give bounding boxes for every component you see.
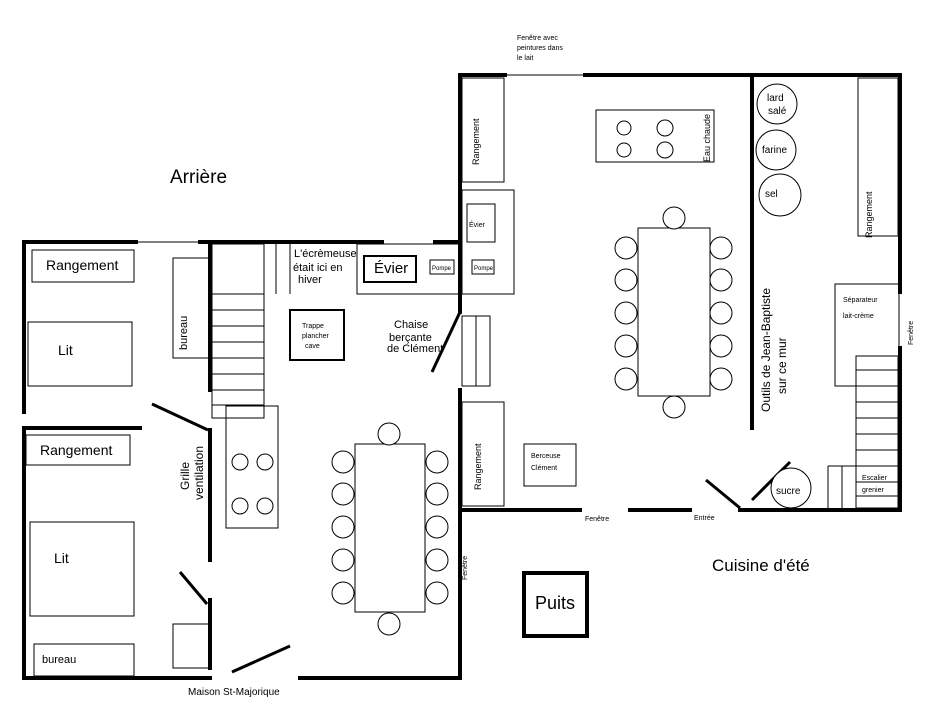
label-fenetre-right: Fenêtre — [908, 321, 915, 345]
label-sel: sel — [765, 189, 778, 200]
label-fenetre-top-3: le lait — [517, 55, 533, 62]
label-pompe-2: Pompe — [474, 266, 494, 272]
label-entree: Entrée — [694, 515, 715, 522]
label-ecremeuse-2: était ici en — [293, 262, 343, 274]
label-pompe-1: Pompe — [432, 266, 452, 272]
label-maison: Maison St-Majorique — [188, 687, 280, 698]
label-trappe-3: cave — [305, 343, 320, 350]
label-rangement-mid-left: Rangement — [40, 442, 112, 458]
label-grille-1: Grille — [178, 462, 192, 490]
label-fenetre-mid: Fenêtre — [585, 516, 609, 523]
label-berceuse-1: Berceuse — [531, 453, 561, 460]
label-lard-2: salé — [768, 106, 787, 117]
label-evier-small: Évier — [469, 220, 486, 229]
fixtures — [25, 74, 900, 677]
label-rangement-r1: Rangement — [471, 118, 481, 165]
label-bureau-vertical: bureau — [178, 316, 190, 350]
label-trappe-2: plancher — [302, 333, 330, 340]
label-rangement-top-left: Rangement — [46, 257, 118, 273]
puits-box — [522, 571, 589, 638]
label-grille-2: ventilation — [192, 446, 206, 500]
label-fenetre-top-1: Fenêtre avec — [517, 35, 558, 42]
label-farine: farine — [762, 145, 787, 156]
label-lard-1: lard — [767, 93, 784, 104]
label-fenetre-top-2: peintures dans — [517, 45, 563, 52]
label-bureau-bottom: bureau — [42, 654, 76, 666]
label-rangement-r2: Rangement — [473, 443, 483, 490]
label-fenetre-bottom: Fenêtre — [462, 556, 469, 580]
label-chaise-1: Chaise — [394, 319, 428, 331]
label-berceuse-2: Clément — [531, 465, 557, 472]
label-lit-top: Lit — [58, 342, 73, 358]
walls — [22, 73, 902, 680]
label-escalier-1: Escalier — [862, 475, 888, 482]
label-rangement-r3: Rangement — [864, 191, 874, 238]
label-outils-2: sur ce mur — [775, 337, 789, 394]
label-sucre: sucre — [776, 486, 801, 497]
door-swings — [151, 311, 792, 674]
label-separateur-1: Séparateur — [843, 297, 878, 304]
label-arriere: Arrière — [170, 167, 227, 188]
label-separateur-2: lait-crème — [843, 313, 874, 320]
label-ecremeuse-1: L'écrèmeuse — [294, 248, 357, 260]
label-eau-chaude: Eau chaude — [702, 114, 712, 162]
circles — [231, 83, 812, 636]
label-outils-1: Outils de Jean-Baptiste — [759, 288, 773, 412]
label-lit-bottom: Lit — [54, 550, 69, 566]
label-puits: Puits — [535, 593, 575, 613]
label-chaise-2: berçante — [389, 332, 432, 344]
label-chaise-3: de Clément — [387, 343, 443, 355]
label-evier-main: Évier — [374, 260, 408, 277]
label-trappe-1: Trappe — [302, 323, 324, 330]
label-ecremeuse-3: hiver — [298, 274, 322, 286]
label-escalier-2: grenier — [862, 487, 884, 494]
label-cuisine-ete: Cuisine d'été — [712, 556, 810, 575]
